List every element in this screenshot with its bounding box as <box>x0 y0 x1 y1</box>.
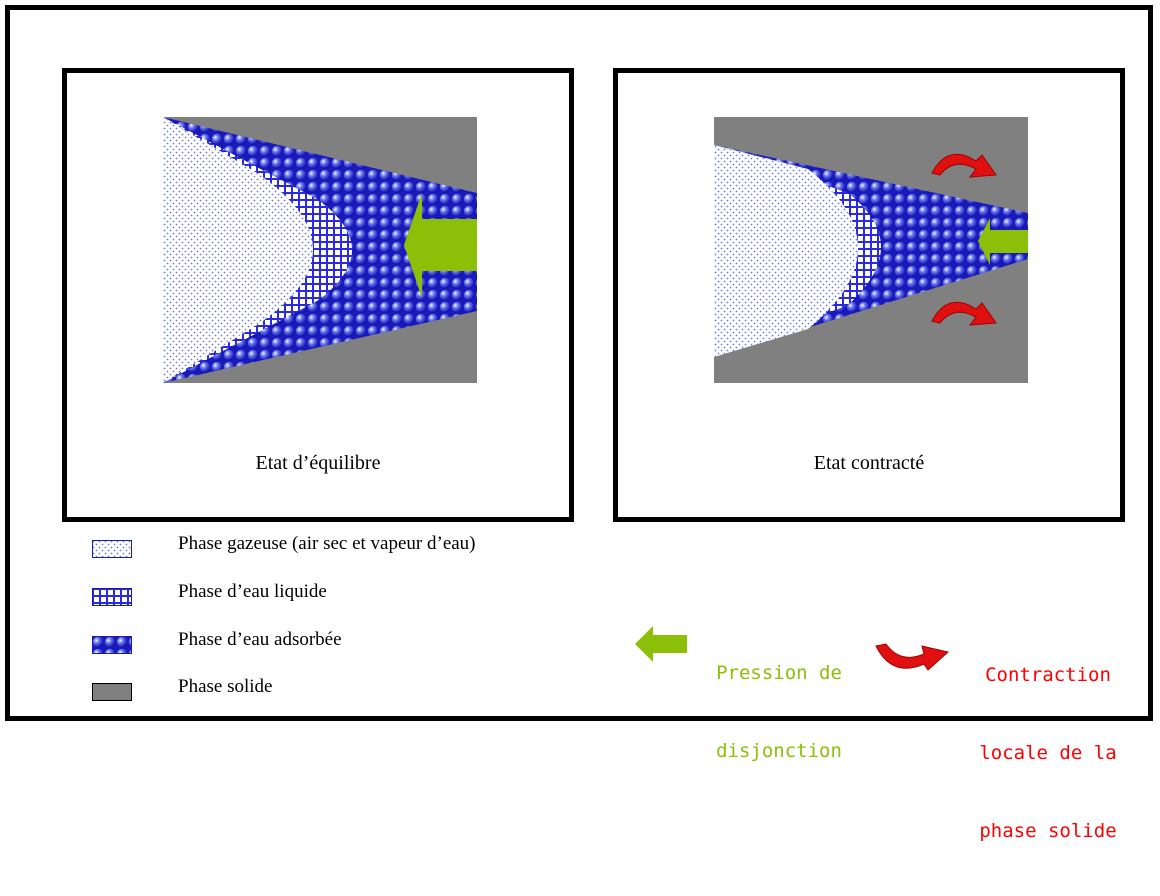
gas-phase-area <box>714 145 858 357</box>
legend-gas-label: Phase gazeuse (air sec et vapeur d’eau) <box>178 533 476 554</box>
contracted-diagram <box>714 117 1028 383</box>
contraction-key-arrow-icon <box>875 643 950 671</box>
contraction-key-label: Contraction locale de la phase solide <box>958 610 1138 896</box>
legend-liquid-label: Phase d’eau liquide <box>178 581 327 602</box>
figure-frame: Etat d’équilibre Etat contracté Phase ga… <box>5 5 1153 842</box>
disjunction-key-line1: Pression de <box>716 662 842 684</box>
disjunction-pressure-arrow <box>404 193 477 298</box>
legend-solid-label: Phase solide <box>178 676 273 697</box>
legend-adsorbed-label: Phase d’eau adsorbée <box>178 629 342 650</box>
gas-phase-area <box>163 117 313 383</box>
panel-equilibrium: Etat d’équilibre <box>62 68 574 522</box>
contraction-key-line2: locale de la <box>979 742 1117 764</box>
disjunction-key-line2: disjonction <box>716 740 842 762</box>
disjunction-pressure-arrow <box>978 218 1028 265</box>
caption-equilibrium: Etat d’équilibre <box>255 452 381 474</box>
contraction-key-line3: phase solide <box>979 820 1117 842</box>
disjunction-key-label: Pression de disjonction <box>704 608 854 816</box>
disjunction-key-arrow-icon <box>635 626 687 662</box>
legend-solid-swatch <box>92 683 132 701</box>
caption-contracted: Etat contracté <box>813 452 925 474</box>
contraction-key-line1: Contraction <box>985 664 1111 686</box>
legend-liquid-swatch <box>92 588 132 606</box>
equilibrium-diagram <box>163 117 477 383</box>
contraction-arrow-bottom <box>931 301 997 326</box>
contraction-arrow-top <box>931 153 997 178</box>
panel-contracted: Etat contracté <box>613 68 1125 522</box>
legend-gas-swatch <box>92 540 132 558</box>
legend-adsorbed-swatch <box>92 636 132 654</box>
